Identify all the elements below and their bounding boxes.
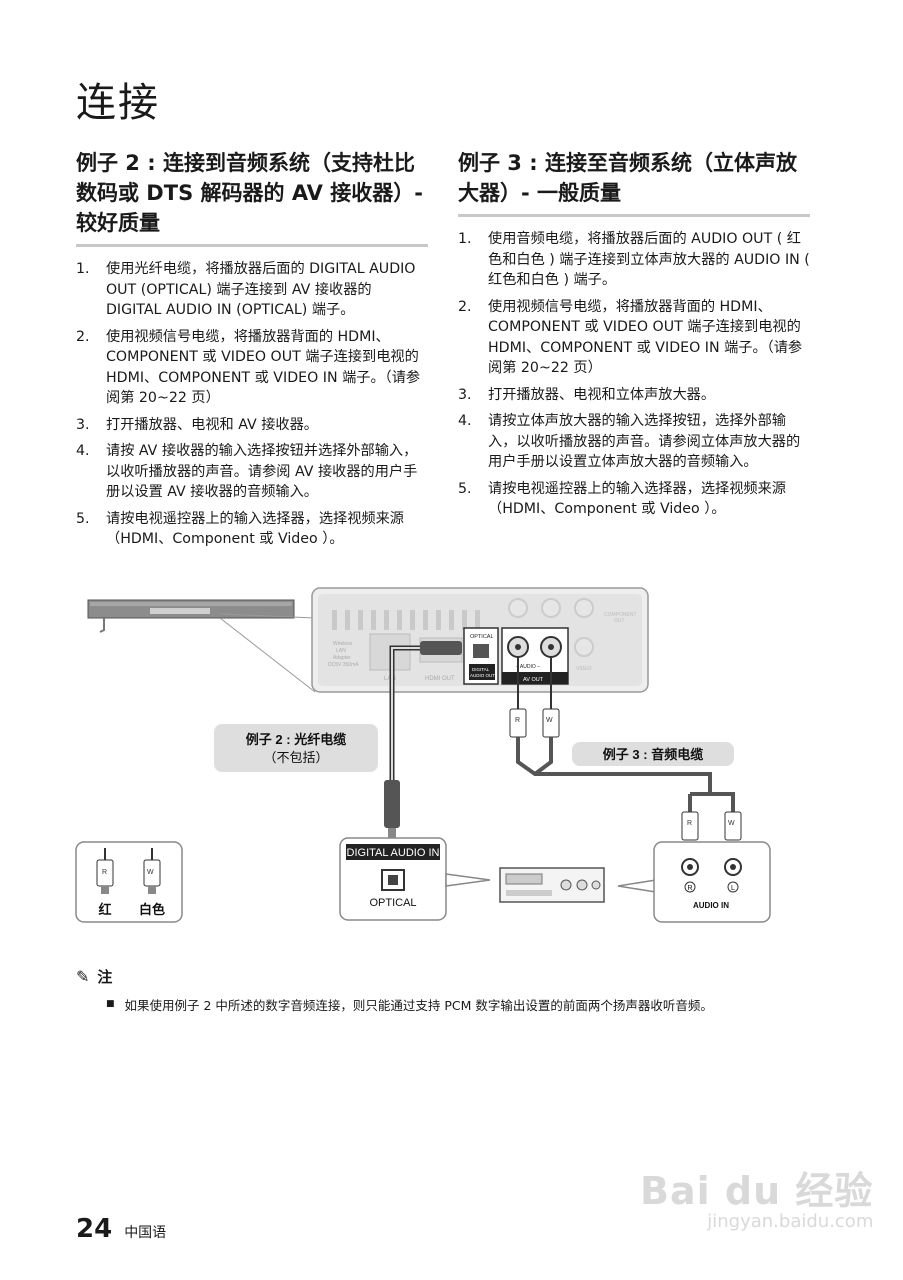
audio-out-label: AUDIO OUT [470,673,495,678]
av-out-label: AV OUT [523,677,544,683]
optical-cable [384,641,462,842]
step-number: 1. [76,261,90,277]
rca-r-top: R [515,717,520,724]
lan-small-text: LAN [336,648,346,654]
example-3-heading: 例子 3 : 连接至音频系统（立体声放大器）- 一般质量 [458,148,810,217]
step-item: 2. 使用视频信号电缆，将播放器背面的 HDMI、COMPONENT 或 VIDE… [76,327,428,409]
legend-w: W [147,869,154,876]
note-item: ■ 如果使用例子 2 中所述的数字音频连接，则只能通过支持 PCM 数字输出设置… [76,995,836,1014]
note-section: ✎ 注 ■ 如果使用例子 2 中所述的数字音频连接，则只能通过支持 PCM 数字… [76,966,836,1014]
rca-w-top: W [546,717,553,724]
step-number: 4. [76,443,90,459]
audio-jacks-label: – AUDIO – [516,664,540,670]
vent-slots [332,610,480,630]
av-receiver-illustration [499,867,605,903]
rca-r-bottom: R [687,820,692,827]
component-out-label: OUT [614,618,625,624]
step-number: 3. [76,416,90,433]
baidu-logo: Bai du 经验 [640,1169,874,1213]
baidu-watermark: Bai du 经验 jingyan.baidu.com [640,1160,873,1232]
step-text: 请按 AV 接收器的输入选择按钮并选择外部输入，以收听播放器的声音。请参阅 AV… [106,443,418,500]
step-item: 1. 使用光纤电缆，将播放器后面的 DIGITAL AUDIO OUT (OPTI… [76,259,428,321]
step-text: 使用光纤电缆，将播放器后面的 DIGITAL AUDIO OUT (OPTICA… [106,261,416,318]
step-item: 3. 打开播放器、电视和立体声放大器。 [458,385,810,406]
callout-example-2-title: 例子 2 : 光纤电缆 [246,732,346,747]
step-text: 请按电视遥控器上的输入选择器，选择视频来源（HDMI、Component 或 V… [106,510,404,548]
note-header: ✎ 注 [76,966,836,987]
callout-example-3: 例子 3 : 音频电缆 [572,742,734,766]
note-label: 注 [97,968,113,986]
adapter-text: Adapter [333,655,351,661]
digital-audio-in-box: DIGITAL AUDIO IN OPTICAL [339,837,491,921]
step-item: 5. 请按电视遥控器上的输入选择器，选择视频来源（HDMI、Component 或… [76,509,428,550]
pencil-icon: ✎ [76,967,90,986]
legend-red-label: 红 [98,902,111,917]
audio-in-l: L [731,885,735,892]
callout-example-3-title: 例子 3 : 音频电缆 [603,747,703,762]
wireless-text: Wireless [333,641,353,647]
page-title: 连接 [76,80,160,126]
callout-example-2: 例子 2 : 光纤电缆 （不包括） [214,724,378,772]
legend-white-label: 白色 [139,902,165,917]
step-number: 5. [76,510,90,527]
example-3-column: 例子 3 : 连接至音频系统（立体声放大器）- 一般质量 1. 使用音频电缆，将播… [458,148,810,526]
step-number: 3. [458,386,472,403]
step-number: 2. [76,328,90,345]
step-number: 1. [458,231,472,247]
video-label: VIDEO [576,666,592,672]
audio-in-box: R L AUDIO IN [617,841,771,923]
page-number: 24 [76,1214,113,1244]
page-footer: 24 中国语 [76,1214,166,1244]
step-item: 5. 请按电视遥控器上的输入选择器，选择视频来源（HDMI、Component 或… [458,479,810,520]
hdmi-out-label: HDMI OUT [425,676,455,682]
step-text: 请按立体声放大器的输入选择按钮，选择外部输入，以收听播放器的声音。请参阅立体声放… [488,413,801,470]
optical-input-label: OPTICAL [369,897,416,909]
step-number: 4. [458,413,472,429]
audio-in-r: R [687,885,692,892]
step-number: 2. [458,298,472,315]
example-2-steps: 1. 使用光纤电缆，将播放器后面的 DIGITAL AUDIO OUT (OPTI… [76,259,428,550]
callout-example-2-sub: （不包括） [263,750,328,765]
digital-audio-in-label: DIGITAL AUDIO IN [347,847,440,859]
note-text: 如果使用例子 2 中所述的数字音频连接，则只能通过支持 PCM 数字输出设置的前… [124,998,713,1013]
step-item: 4. 请按立体声放大器的输入选择按钮，选择外部输入，以收听播放器的声音。请参阅立体… [458,411,810,473]
step-item: 3. 打开播放器、电视和 AV 接收器。 [76,415,428,436]
page-language: 中国语 [124,1225,167,1241]
audio-rca-cable: R W R W [509,657,742,841]
player-front-illustration [87,599,316,693]
step-item: 1. 使用音频电缆，将播放器后面的 AUDIO OUT ( 红色和白色 ) 端子连… [458,229,810,291]
step-item: 2. 使用视频信号电缆，将播放器背面的 HDMI、COMPONENT 或 VIDE… [458,297,810,379]
example-3-steps: 1. 使用音频电缆，将播放器后面的 AUDIO OUT ( 红色和白色 ) 端子连… [458,229,810,520]
watermark-url: jingyan.baidu.com [707,1211,874,1232]
step-text: 打开播放器、电视和 AV 接收器。 [106,416,318,433]
step-text: 使用视频信号电缆，将播放器背面的 HDMI、COMPONENT 或 VIDEO … [488,298,803,377]
step-number: 5. [458,480,472,497]
example-2-heading: 例子 2 : 连接到音频系统（支持杜比数码或 DTS 解码器的 AV 接收器）-… [76,148,428,247]
player-rear-panel: Wireless LAN Adapter DC5V 350mA LAN HDMI… [311,587,649,693]
rca-w-bottom: W [728,820,735,827]
step-item: 4. 请按 AV 接收器的输入选择按钮并选择外部输入，以收听播放器的声音。请参阅 … [76,441,428,503]
step-text: 请按电视遥控器上的输入选择器，选择视频来源（HDMI、Component 或 V… [488,480,786,518]
legend-r: R [102,869,107,876]
example-2-column: 例子 2 : 连接到音频系统（支持杜比数码或 DTS 解码器的 AV 接收器）-… [76,148,428,556]
connection-diagram: Wireless LAN Adapter DC5V 350mA LAN HDMI… [75,587,771,923]
step-text: 使用视频信号电缆，将播放器背面的 HDMI、COMPONENT 或 VIDEO … [106,328,421,407]
step-text: 使用音频电缆，将播放器后面的 AUDIO OUT ( 红色和白色 ) 端子连接到… [488,231,810,288]
digital-label: DIGITAL [472,667,490,672]
square-bullet-icon: ■ [106,999,115,1009]
step-text: 打开播放器、电视和立体声放大器。 [488,386,716,403]
audio-in-label: AUDIO IN [693,901,729,910]
component-label: COMPONENT [604,612,637,618]
cable-color-legend: R W 红 白色 [75,841,183,923]
optical-port-label: OPTICAL [470,634,494,640]
dc-text: DC5V 350mA [328,662,359,668]
